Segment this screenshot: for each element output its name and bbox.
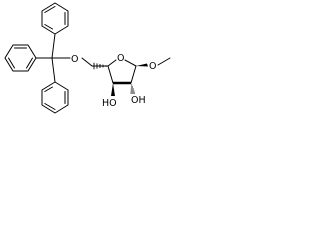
bond-ring-oxygen-to-c1 bbox=[124, 59, 137, 67]
phenyl-ring-top bbox=[41, 2, 69, 35]
hash-c2-to-hydroxyl bbox=[130, 84, 135, 94]
label-hydroxyl-left: HO bbox=[102, 98, 117, 109]
trityl-group bbox=[4, 2, 71, 114]
wedge-c1-to-methoxy bbox=[136, 63, 148, 67]
bond-c2-to-c3-bold bbox=[113, 81, 131, 85]
label-ring-oxygen: O bbox=[117, 53, 124, 64]
bond-ether-oxygen-to-ch2 bbox=[81, 57, 93, 67]
furanose-ring bbox=[107, 59, 137, 84]
phenyl-ring-bottom bbox=[41, 81, 69, 114]
hash-c4-to-ch2 bbox=[93, 62, 107, 70]
ether-link bbox=[81, 57, 109, 67]
label-hydroxyl-right: OH bbox=[131, 95, 146, 106]
bond-c4-to-ring-oxygen bbox=[107, 59, 117, 67]
bond-c1-to-c2 bbox=[130, 65, 137, 84]
phenyl-ring-left bbox=[4, 44, 37, 72]
bond-c-to-phenyl-top bbox=[51, 33, 56, 59]
bond-c3-to-c4 bbox=[107, 65, 114, 84]
label-ether-oxygen: O bbox=[71, 54, 78, 65]
bond-methoxy-oxygen-to-methyl bbox=[157, 57, 171, 66]
bond-c-to-phenyl-bottom bbox=[51, 57, 56, 83]
label-methoxy-oxygen: O bbox=[149, 61, 156, 72]
molecule-diagram: O O O HO OH bbox=[4, 2, 171, 114]
wedge-c3-to-hydroxyl bbox=[111, 83, 115, 96]
